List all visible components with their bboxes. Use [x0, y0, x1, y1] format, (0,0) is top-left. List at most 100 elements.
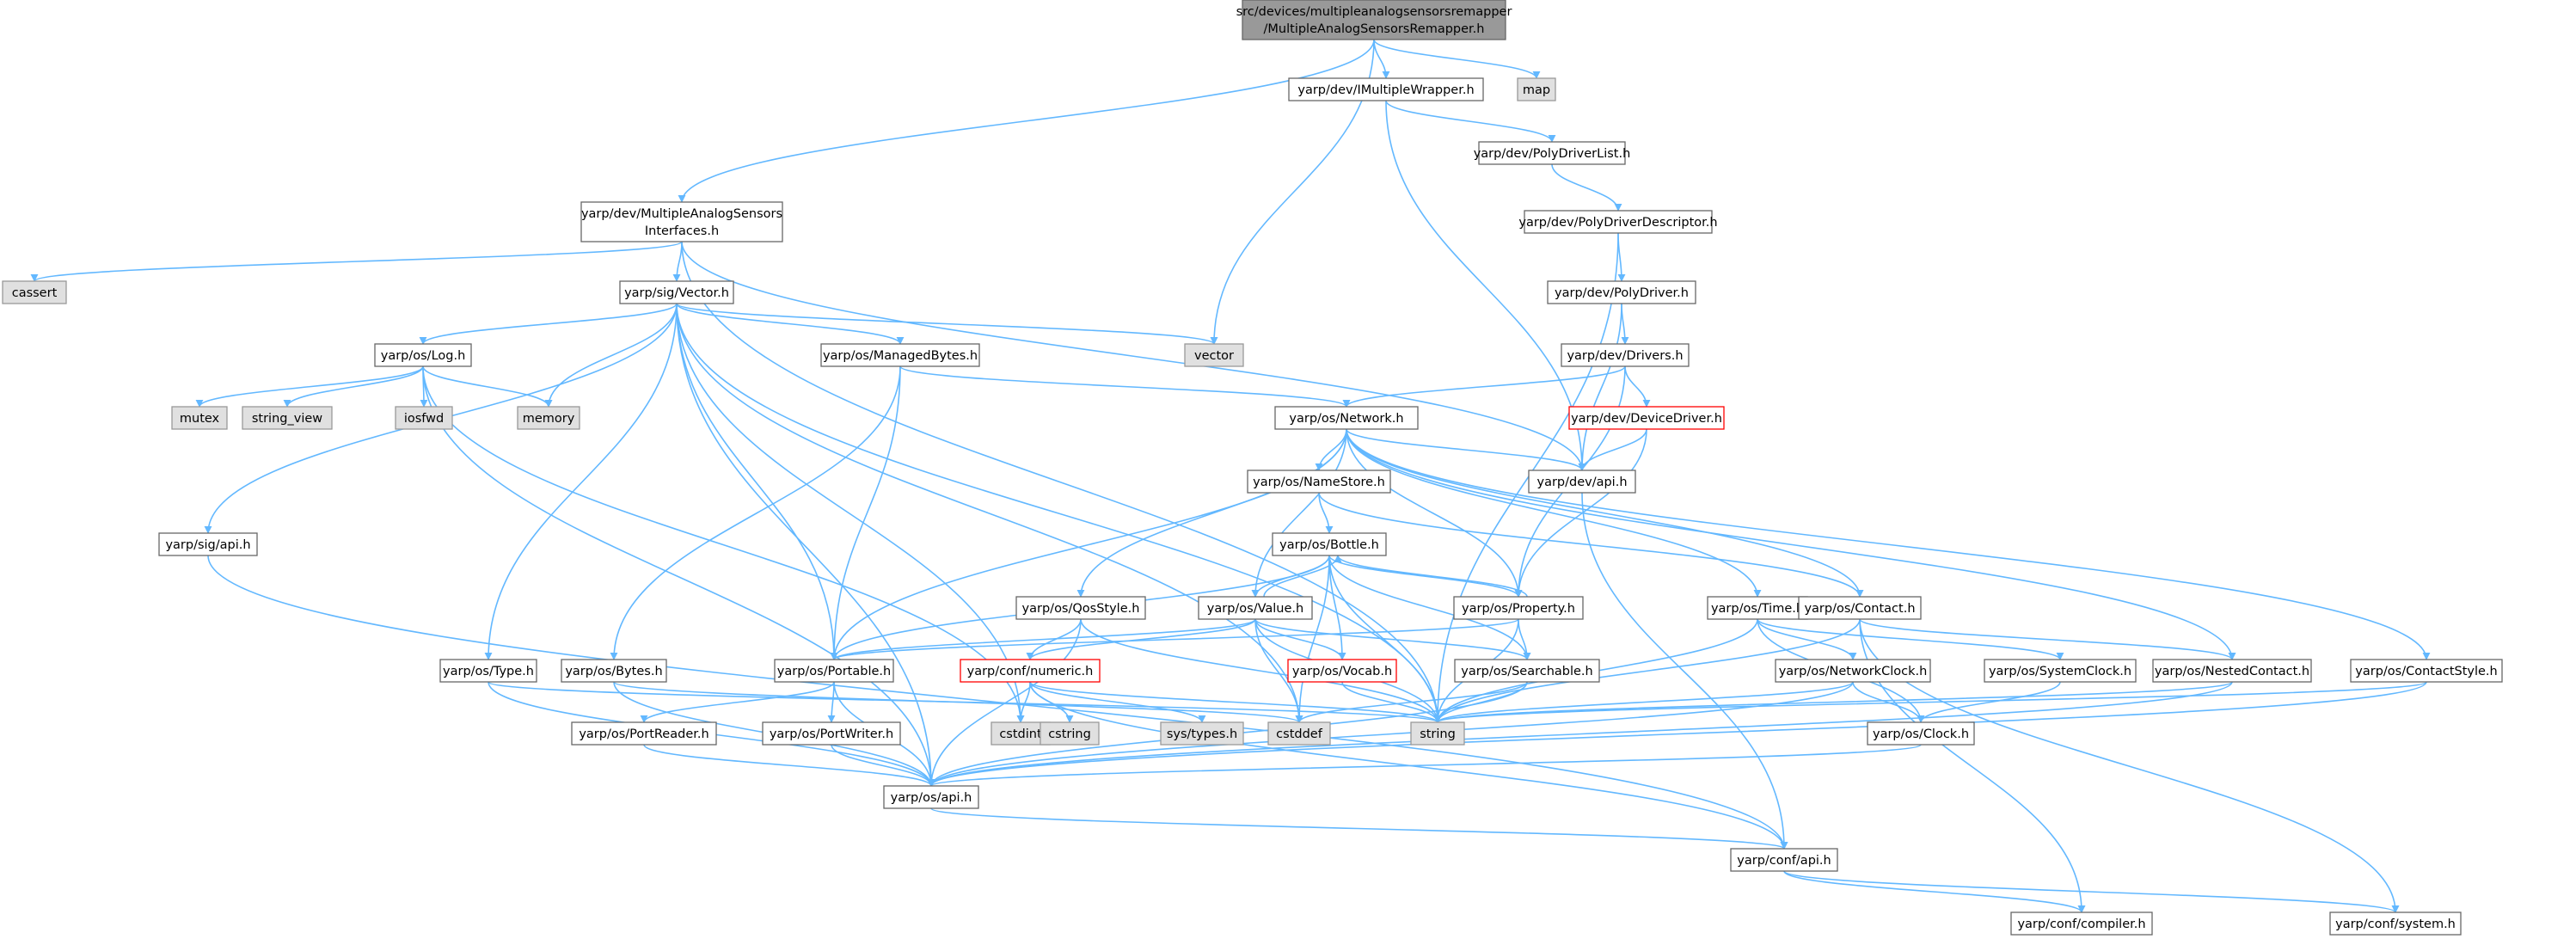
node-box — [242, 406, 333, 430]
node-label: yarp/os/NameStore.h — [1253, 476, 1385, 489]
node-searchable[interactable]: yarp/os/Searchable.h — [1454, 659, 1600, 683]
node-box — [1184, 343, 1244, 367]
node-contact[interactable]: yarp/os/Contact.h — [1798, 596, 1922, 620]
edge-root-to-map — [1373, 39, 1541, 79]
edge-namestore-to-contact — [1318, 492, 1864, 598]
node-namestore[interactable]: yarp/os/NameStore.h — [1247, 470, 1391, 494]
node-label: cstring — [1048, 727, 1091, 741]
node-devapi[interactable]: yarp/dev/api.h — [1528, 470, 1636, 494]
node-label: cstdint — [999, 727, 1042, 741]
edge-bottle-to-vocab — [1328, 555, 1346, 660]
node-ostime[interactable]: yarp/os/Time.h — [1707, 596, 1808, 620]
node-label: yarp/sig/api.h — [165, 538, 250, 552]
edge-polydriverdescriptor-to-string — [1433, 232, 1619, 723]
node-vector: vector — [1184, 343, 1244, 367]
edge-ostime-to-networkclock — [1757, 618, 1857, 660]
edge-network-to-nestedcontact — [1346, 428, 2236, 660]
node-portable[interactable]: yarp/os/Portable.h — [774, 659, 894, 683]
edge-network-to-ostime — [1346, 428, 1762, 598]
edge-bottle-to-property — [1328, 555, 1523, 598]
node-box — [517, 406, 580, 430]
node-contactstyle[interactable]: yarp/os/ContactStyle.h — [2350, 659, 2503, 683]
edge-sigvector-to-vector — [676, 303, 1218, 345]
edge-nestedcontact-to-string — [1433, 681, 2233, 723]
node-label: vector — [1194, 349, 1234, 363]
node-devicedriver[interactable]: yarp/dev/DeviceDriver.h — [1568, 406, 1725, 430]
node-label: yarp/os/NetworkClock.h — [1779, 665, 1928, 678]
edge-value-to-numeric — [1026, 618, 1256, 660]
node-polydriverdescriptor[interactable]: yarp/dev/PolyDriverDescriptor.h — [1518, 210, 1718, 234]
node-ostype[interactable]: yarp/os/Type.h — [439, 659, 537, 683]
node-value[interactable]: yarp/os/Value.h — [1198, 596, 1313, 620]
node-imultiplewrapper[interactable]: yarp/dev/IMultipleWrapper.h — [1288, 77, 1484, 101]
node-drivers[interactable]: yarp/dev/Drivers.h — [1561, 343, 1690, 367]
node-nestedcontact[interactable]: yarp/os/NestedContact.h — [2152, 659, 2312, 683]
node-label: yarp/os/Contact.h — [1804, 602, 1915, 616]
edge-sigvector-to-managedbytes — [676, 303, 905, 345]
node-compiler[interactable]: yarp/conf/compiler.h — [2010, 911, 2153, 936]
edge-networkclock-to-string — [1433, 681, 1854, 723]
node-cstring: cstring — [1040, 721, 1100, 746]
edge-contactstyle-to-osapi — [927, 681, 2427, 787]
node-vocab[interactable]: yarp/os/Vocab.h — [1287, 659, 1397, 683]
node-masi[interactable]: yarp/dev/MultipleAnalogSensorsInterfaces… — [580, 201, 783, 242]
node-label: cstddef — [1276, 727, 1323, 741]
node-sigvector[interactable]: yarp/sig/Vector.h — [619, 280, 734, 304]
node-box — [1287, 659, 1397, 683]
edge-masi-to-sigvector — [672, 241, 683, 282]
node-property[interactable]: yarp/os/Property.h — [1453, 596, 1584, 620]
node-label: memory — [523, 412, 575, 426]
node-qosstyle[interactable]: yarp/os/QosStyle.h — [1015, 596, 1146, 620]
node-oslog[interactable]: yarp/os/Log.h — [374, 343, 472, 367]
edge-network-to-contact — [1346, 428, 1864, 598]
node-label: yarp/conf/api.h — [1737, 854, 1831, 868]
edge-property-to-portable — [830, 618, 1519, 660]
node-polydriver[interactable]: yarp/dev/PolyDriver.h — [1547, 280, 1696, 304]
node-polydriverlist[interactable]: yarp/dev/PolyDriverList.h — [1474, 141, 1631, 165]
edge-portable-to-portwriter — [827, 681, 836, 723]
node-iosfwd: iosfwd — [395, 406, 453, 430]
node-label: yarp/conf/numeric.h — [967, 665, 1094, 678]
node-osbytes[interactable]: yarp/os/Bytes.h — [561, 659, 667, 683]
edge-oslog-to-memory — [422, 365, 553, 408]
edge-numeric-to-cstdint — [1016, 681, 1031, 723]
edge-value-to-vocab — [1254, 618, 1346, 660]
node-box — [2, 280, 67, 304]
node-label: yarp/os/Value.h — [1207, 602, 1303, 616]
edge-managedbytes-to-osbytes — [610, 365, 901, 660]
node-label: yarp/os/ContactStyle.h — [2355, 665, 2497, 678]
node-bottle[interactable]: yarp/os/Bottle.h — [1272, 532, 1387, 556]
edge-sigvector-to-oslog — [419, 303, 678, 345]
edge-sigvector-to-portable — [676, 303, 838, 660]
edge-masi-to-devapi — [681, 241, 1586, 471]
edge-portable-to-portreader — [640, 681, 835, 723]
node-box — [1160, 721, 1244, 746]
node-confapi[interactable]: yarp/conf/api.h — [1730, 848, 1838, 872]
node-cstddef: cstddef — [1267, 721, 1331, 746]
node-osclock[interactable]: yarp/os/Clock.h — [1867, 721, 1975, 746]
node-portwriter[interactable]: yarp/os/PortWriter.h — [762, 721, 901, 746]
node-box — [960, 659, 1101, 683]
edge-root-to-masi — [678, 39, 1375, 203]
node-network[interactable]: yarp/os/Network.h — [1274, 406, 1419, 430]
edge-namestore-to-bottle — [1318, 492, 1334, 534]
node-label: yarp/os/Searchable.h — [1461, 665, 1592, 678]
node-numeric[interactable]: yarp/conf/numeric.h — [960, 659, 1101, 683]
node-systemclock[interactable]: yarp/os/SystemClock.h — [1984, 659, 2137, 683]
node-box — [1478, 141, 1626, 165]
node-label: yarp/os/Vocab.h — [1292, 665, 1392, 678]
node-osapi[interactable]: yarp/os/api.h — [883, 785, 979, 809]
node-managedbytes[interactable]: yarp/os/ManagedBytes.h — [820, 343, 980, 367]
edge-confapi-to-system — [1783, 870, 2400, 913]
node-system[interactable]: yarp/conf/system.h — [2329, 911, 2462, 936]
node-layer: src/devices/multipleanalogsensorsremappe… — [2, 0, 2503, 936]
node-portreader[interactable]: yarp/os/PortReader.h — [571, 721, 717, 746]
node-networkclock[interactable]: yarp/os/NetworkClock.h — [1775, 659, 1931, 683]
edge-vocab-to-string — [1341, 681, 1442, 723]
node-box — [1561, 343, 1690, 367]
node-sigapi[interactable]: yarp/sig/api.h — [158, 532, 258, 556]
node-box — [580, 201, 783, 242]
node-box — [1453, 596, 1584, 620]
node-label: cassert — [12, 286, 58, 300]
